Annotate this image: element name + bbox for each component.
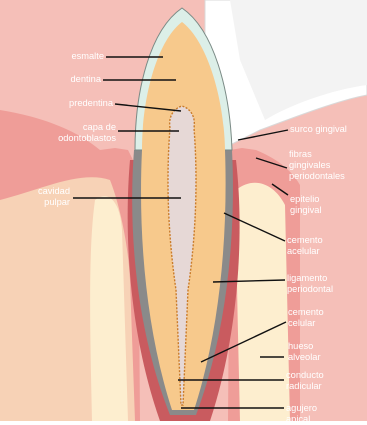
label-cemento-acelular: cemento acelular — [287, 235, 357, 257]
label-conducto-radicular: conducto radicular — [286, 370, 360, 392]
label-fibras-gingivales: fibras gingivales periodontales — [289, 149, 365, 182]
label-hueso-alveolar: hueso alveolar — [288, 341, 358, 363]
label-cemento-celular: cemento celular — [288, 307, 358, 329]
label-esmalte: esmalte — [50, 51, 104, 62]
label-predentina: predentina — [40, 98, 113, 109]
label-epitelio-gingival: epitelio gingival — [290, 194, 360, 216]
label-dentina: dentina — [50, 74, 101, 85]
label-agujero-apical: agujero apical — [286, 403, 356, 425]
label-odontoblastos: capa de odontoblastos — [30, 122, 116, 144]
alveolar-bone-right — [236, 183, 290, 421]
label-cavidad-pulpar: cavidad pulpar — [10, 186, 70, 208]
label-surco-gingival: surco gingival — [290, 124, 366, 135]
label-ligamento-periodontal: ligamento periodontal — [287, 273, 363, 295]
